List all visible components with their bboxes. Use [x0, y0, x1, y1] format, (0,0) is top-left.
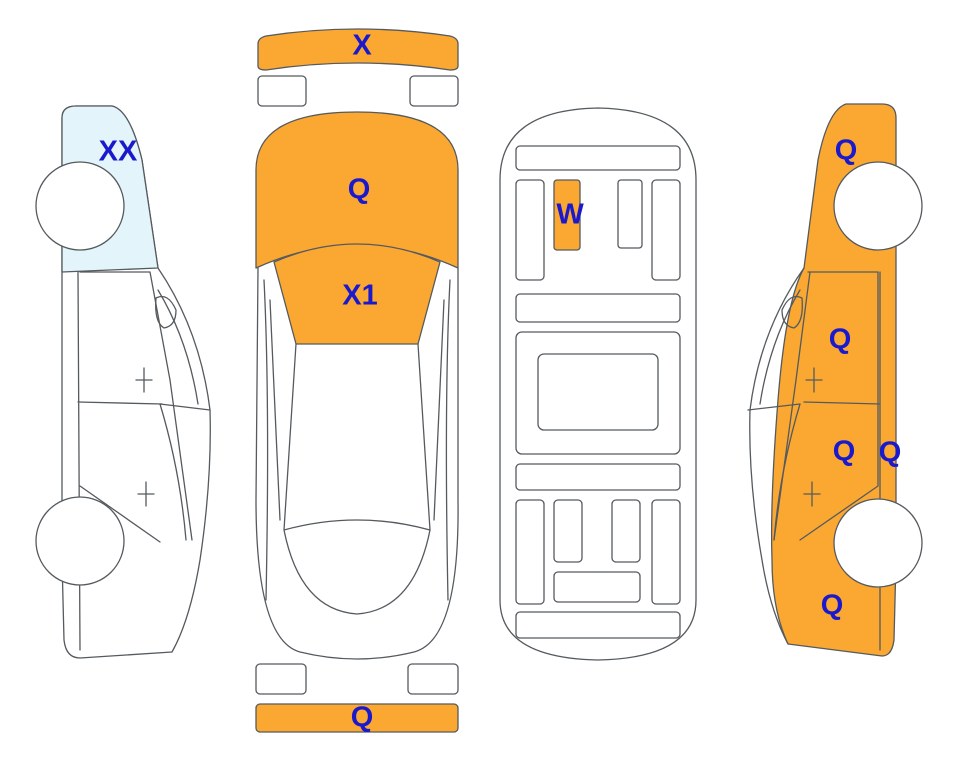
interior-center-box: [537, 353, 659, 431]
windshield-label: X1: [342, 279, 378, 312]
interior-front-bar: [515, 145, 681, 171]
interior-trunk-box: [553, 571, 641, 603]
roof-interior-label: W: [556, 198, 584, 231]
right-glass-outline: [749, 267, 805, 645]
rear-bumper-label: Q: [350, 701, 374, 734]
interior-view: [499, 107, 697, 661]
hood-label: Q: [347, 173, 371, 206]
interior-rear-left-panel: [553, 499, 583, 563]
right-rear-wheel: [833, 498, 923, 588]
right-door-handle-rear: [803, 481, 821, 507]
left-side-view: [35, 105, 211, 659]
right-window-lines: [747, 289, 801, 541]
left-mirror: [155, 295, 177, 329]
interior-mid-bar: [515, 293, 681, 323]
rear-right-lamp: [407, 663, 459, 695]
rear-left-lamp: [255, 663, 307, 695]
left-windows-lines: [157, 289, 211, 541]
right-mirror: [781, 295, 803, 329]
interior-rear-left-column: [515, 499, 545, 605]
top-body-outline: [255, 267, 459, 660]
left-door-handle-rear: [137, 481, 155, 507]
windshield-panel[interactable]: [273, 243, 441, 345]
left-door-handle-front: [135, 367, 153, 393]
interior-rear-right-panel: [611, 499, 641, 563]
right-door-handle-front: [805, 367, 823, 393]
right-side-view: [747, 103, 923, 657]
right-rear-quarter-label: Q: [820, 589, 844, 622]
right-rear-door-label: Q: [832, 435, 856, 468]
right-front-door-label: Q: [828, 323, 852, 356]
top-view: [255, 28, 459, 733]
interior-right-panel: [617, 179, 643, 249]
front-right-lamp: [409, 75, 459, 107]
interior-rear-right-column: [651, 499, 681, 605]
interior-back-bar: [515, 611, 681, 639]
front-left-lamp: [257, 75, 307, 107]
right-rocker-label: Q: [878, 436, 902, 469]
interior-center-frame: [515, 331, 681, 455]
left-door-lines: [77, 271, 193, 651]
interior-left-column: [515, 179, 545, 281]
rear-bumper-panel[interactable]: [255, 703, 459, 733]
interior-rear-bar: [515, 463, 681, 491]
interior-outline: [499, 107, 697, 661]
right-door-lines: [773, 271, 881, 651]
left-front-wheel: [35, 161, 125, 251]
top-side-lines: [263, 279, 451, 601]
top-cabin-lines: [283, 343, 431, 615]
right-front-fender-label: Q: [834, 134, 858, 167]
interior-right-column: [651, 179, 681, 281]
interior-roof-panel[interactable]: [553, 179, 581, 251]
right-front-wheel: [833, 161, 923, 251]
front-bumper-label: X: [352, 29, 372, 62]
left-rear-wheel: [35, 496, 125, 586]
left-front-window-label: XX: [98, 135, 138, 168]
front-bumper-panel[interactable]: [257, 28, 459, 71]
